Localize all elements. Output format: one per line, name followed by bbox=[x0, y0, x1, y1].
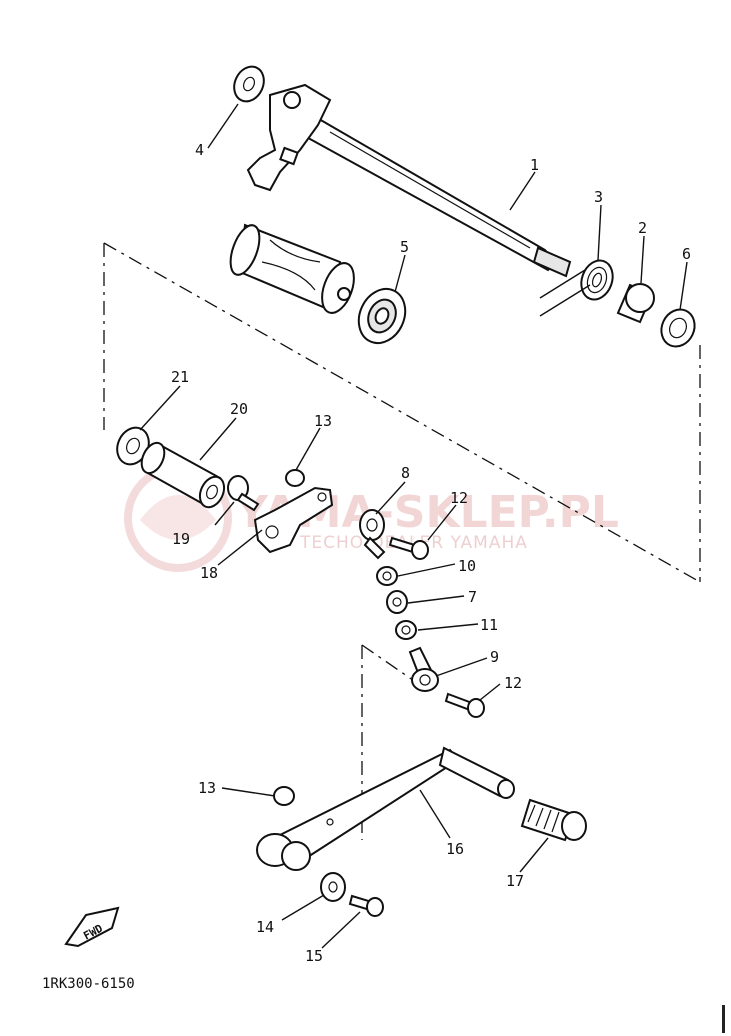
callout-12-lower: 12 bbox=[504, 674, 522, 692]
part-7-spacer bbox=[386, 590, 408, 614]
boundary-top-diagonal bbox=[103, 242, 701, 583]
watermark: YAMA-SKLEP.PL TECHO DEALER YAMAHA bbox=[124, 464, 619, 572]
part-10-nut bbox=[376, 566, 398, 586]
watermark-tagline: TECHO DEALER YAMAHA bbox=[299, 533, 528, 553]
callout-6: 6 bbox=[682, 245, 691, 263]
scan-edge-mark bbox=[722, 1005, 725, 1033]
part-14-washer bbox=[320, 872, 346, 902]
fwd-arrow-icon bbox=[64, 906, 120, 948]
callout-7: 7 bbox=[468, 588, 477, 606]
callout-9: 9 bbox=[490, 648, 499, 666]
callout-21: 21 bbox=[171, 368, 189, 386]
part-13-nut-lower bbox=[273, 786, 295, 806]
callout-16: 16 bbox=[446, 840, 464, 858]
callout-3: 3 bbox=[594, 188, 603, 206]
part-15-bolt bbox=[348, 894, 384, 917]
callout-4: 4 bbox=[195, 141, 204, 159]
callout-2: 2 bbox=[638, 219, 647, 237]
part-2-collar bbox=[616, 283, 655, 324]
part-12-bolt-upper bbox=[388, 536, 429, 560]
callout-13-upper: 13 bbox=[314, 412, 332, 430]
callout-8: 8 bbox=[401, 464, 410, 482]
drawing-code: 1RK300-6150 bbox=[42, 976, 135, 992]
fwd-arrow: FWD bbox=[64, 906, 120, 948]
callout-15: 15 bbox=[305, 947, 323, 965]
part-4-washer bbox=[233, 65, 265, 103]
part-3-spring bbox=[539, 259, 614, 317]
boundary-lower-diagonal bbox=[361, 644, 421, 686]
callout-14: 14 bbox=[256, 918, 274, 936]
boundary-lines bbox=[103, 242, 701, 840]
callout-12-upper: 12 bbox=[450, 489, 468, 507]
callout-5: 5 bbox=[400, 238, 409, 256]
callout-11: 11 bbox=[480, 616, 498, 634]
part-6-seal bbox=[660, 308, 696, 348]
callouts: 4 1 3 2 6 5 21 20 13 8 12 19 18 10 7 11 … bbox=[171, 141, 691, 965]
leader-lines bbox=[139, 103, 688, 949]
part-16-shift-pedal bbox=[256, 746, 515, 871]
part-12-bolt-lower bbox=[444, 692, 485, 718]
callout-18: 18 bbox=[200, 564, 218, 582]
part-19-bolt bbox=[227, 475, 260, 512]
callout-1: 1 bbox=[530, 156, 539, 174]
part-13-nut-upper bbox=[285, 469, 305, 487]
callout-13-lower: 13 bbox=[198, 779, 216, 797]
shift-drum bbox=[229, 223, 355, 314]
part-17-rubber bbox=[520, 798, 587, 842]
watermark-logo-shape bbox=[140, 495, 216, 540]
part-20-sleeve bbox=[140, 441, 226, 509]
part-5-bearing bbox=[357, 287, 407, 345]
callout-19: 19 bbox=[172, 530, 190, 548]
part-8-joint bbox=[359, 509, 386, 560]
part-18-shift-arm bbox=[253, 486, 334, 554]
callout-17: 17 bbox=[506, 872, 524, 890]
part-11-nut bbox=[395, 620, 417, 640]
callout-20: 20 bbox=[230, 400, 248, 418]
callout-10: 10 bbox=[458, 557, 476, 575]
part-9-joint bbox=[408, 646, 439, 692]
part-1-shift-shaft bbox=[246, 83, 572, 278]
